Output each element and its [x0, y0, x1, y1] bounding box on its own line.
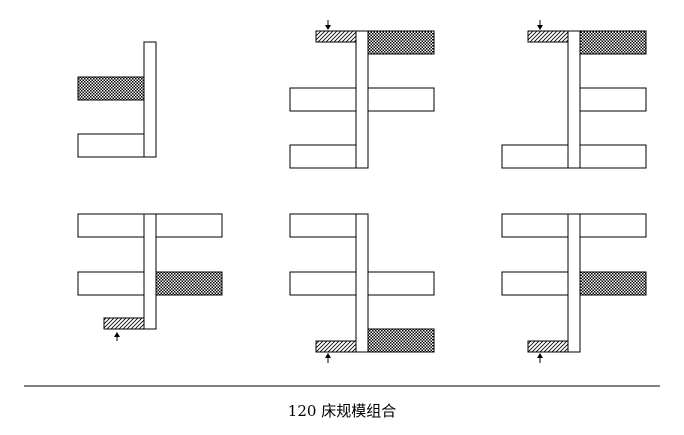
ward-wing — [77, 133, 145, 158]
ward-wing — [501, 213, 569, 238]
combination-panel-6 — [501, 213, 647, 363]
combination-panel-5 — [289, 213, 435, 363]
ward-wing-crosshatched — [367, 328, 435, 353]
combination-panel-4 — [77, 213, 223, 341]
combination-panel-3 — [501, 20, 647, 169]
vertical-corridor — [567, 213, 581, 353]
figure-caption: 120 床规模组合 — [287, 402, 397, 420]
ward-wing-crosshatched — [579, 30, 647, 55]
vertical-corridor — [143, 213, 157, 330]
vertical-corridor — [567, 30, 581, 169]
ward-wing — [501, 144, 569, 169]
ward-wing — [77, 213, 145, 238]
ward-wing — [289, 144, 357, 169]
entrance-wing-hatched — [315, 340, 357, 353]
ward-wing — [289, 87, 357, 112]
ward-wing — [367, 271, 435, 296]
entrance-wing-hatched — [103, 317, 145, 330]
ward-wing-crosshatched — [579, 271, 647, 296]
ward-wing-crosshatched — [367, 30, 435, 55]
vertical-corridor — [355, 30, 369, 169]
entrance-arrow-icon — [114, 332, 120, 337]
ward-wing — [289, 271, 357, 296]
ward-wing — [155, 213, 223, 238]
ward-wing — [579, 87, 647, 112]
entrance-arrow-icon — [537, 25, 543, 30]
ward-wing — [579, 144, 647, 169]
entrance-arrow-icon — [325, 25, 331, 30]
ward-wing — [579, 213, 647, 238]
combination-panel-1 — [77, 41, 157, 158]
ward-wing-crosshatched — [77, 76, 145, 101]
vertical-corridor — [143, 41, 157, 158]
vertical-corridor — [355, 213, 369, 353]
ward-wing — [367, 87, 435, 112]
combination-panel-2 — [289, 20, 435, 169]
ward-wing — [289, 213, 357, 238]
ward-wing-crosshatched — [155, 271, 223, 296]
entrance-arrow-icon — [325, 353, 331, 358]
ward-wing — [501, 271, 569, 296]
entrance-arrow-icon — [537, 353, 543, 358]
entrance-wing-hatched — [527, 340, 569, 353]
entrance-wing-hatched — [527, 30, 569, 43]
entrance-wing-hatched — [315, 30, 357, 43]
ward-wing — [77, 271, 145, 296]
